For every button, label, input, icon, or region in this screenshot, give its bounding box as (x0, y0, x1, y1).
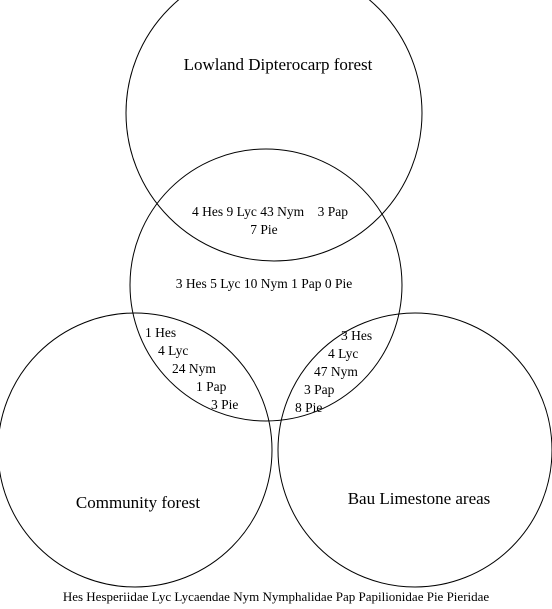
bau-center-hes: 3 Hes (341, 328, 372, 343)
community-center-hes: 1 Hes (145, 325, 176, 340)
bau-limestone-label: Bau Limestone areas (348, 489, 491, 508)
community-forest-label: Community forest (76, 493, 200, 512)
bau-center-pap: 3 Pap (304, 382, 335, 397)
community-center-pie: 3 Pie (211, 397, 238, 412)
lowland-center-counts-line2: 7 Pie (250, 222, 277, 237)
bau-limestone-circle (277, 312, 552, 588)
bau-center-pie: 8 Pie (295, 400, 322, 415)
abbreviation-legend: Hes Hesperiidae Lyc Lycaendae Nym Nympha… (63, 589, 490, 604)
center-circle (129, 148, 403, 422)
community-center-pap: 1 Pap (196, 379, 227, 394)
bau-center-nym: 47 Nym (314, 364, 358, 379)
lowland-forest-circle (125, 0, 423, 262)
bau-center-lyc: 4 Lyc (328, 346, 358, 361)
community-forest-circle (0, 312, 273, 588)
community-center-nym: 24 Nym (172, 361, 216, 376)
center-only-counts: 3 Hes 5 Lyc 10 Nym 1 Pap 0 Pie (176, 276, 353, 291)
lowland-center-counts-line1: 4 Hes 9 Lyc 43 Nym 3 Pap (192, 204, 348, 219)
community-center-lyc: 4 Lyc (158, 343, 188, 358)
lowland-forest-label: Lowland Dipterocarp forest (184, 55, 373, 74)
